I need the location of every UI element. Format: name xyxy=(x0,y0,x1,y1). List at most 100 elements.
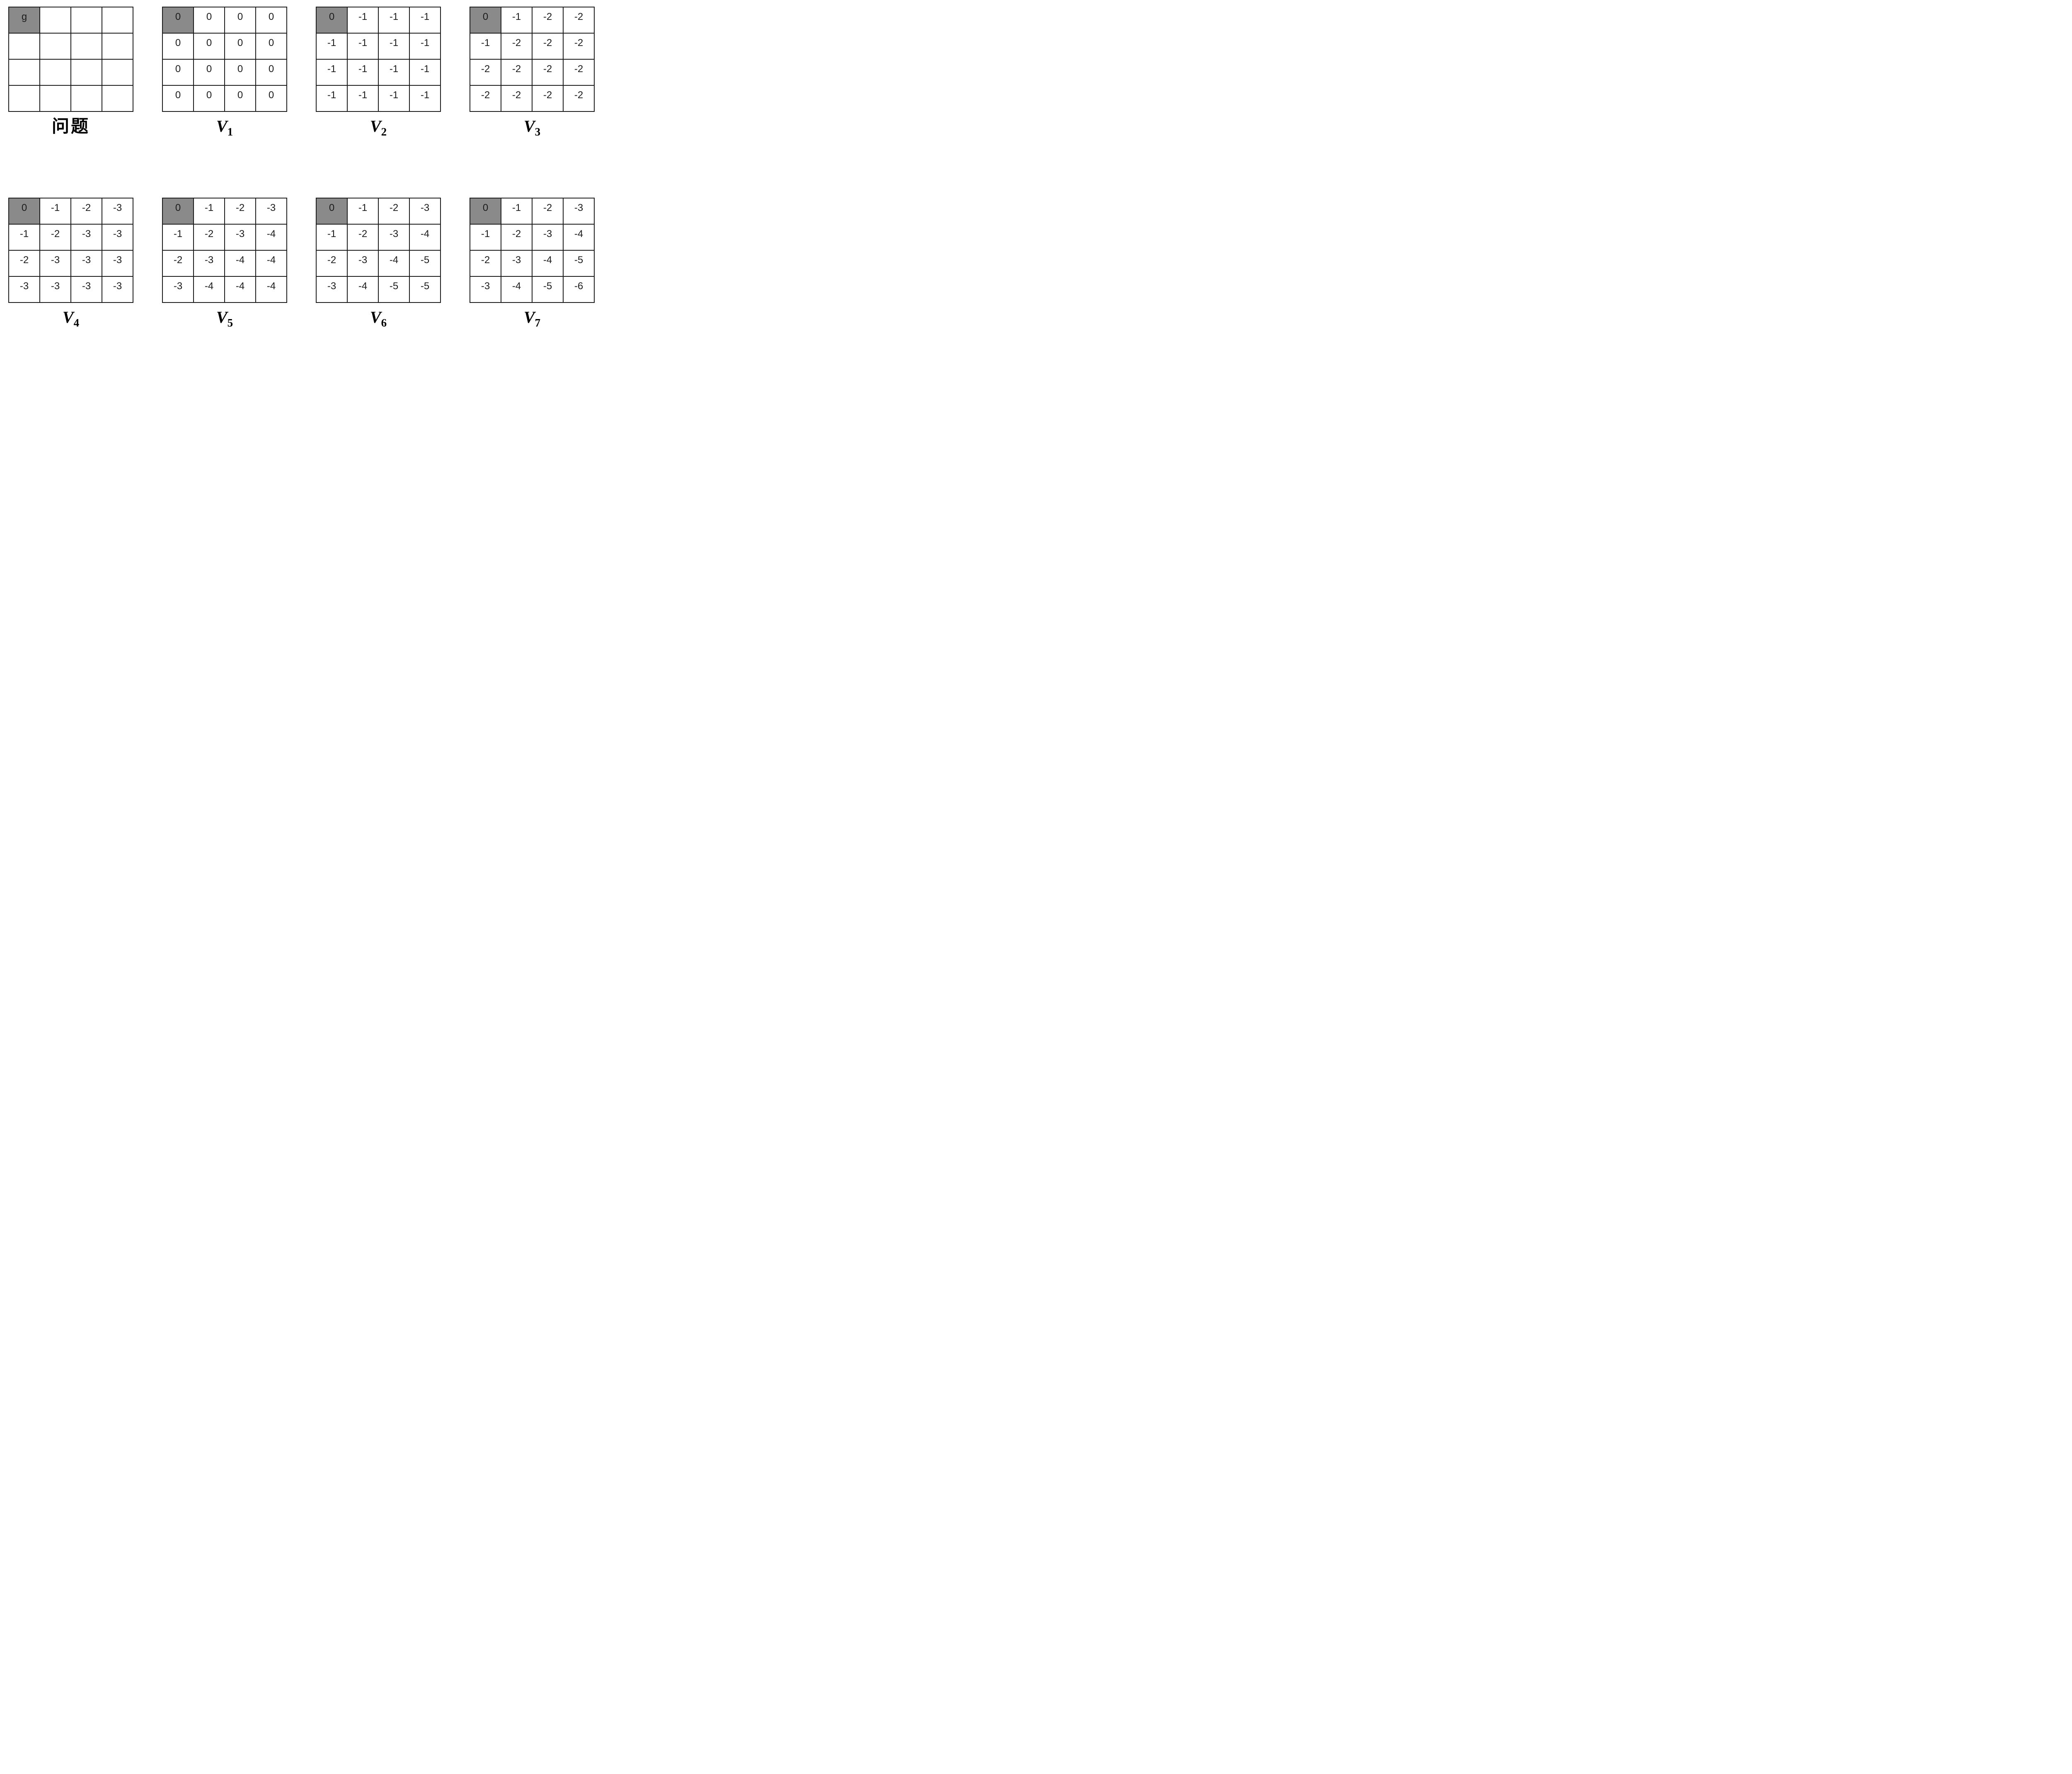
grid-V6-cell-2-2: -4 xyxy=(378,250,410,277)
grid-V3-cell-0-0: 0 xyxy=(470,7,501,34)
grid-V4-row-3: -3-3-3-3 xyxy=(8,276,133,303)
grid-V2-cell-2-1: -1 xyxy=(347,59,379,86)
grid-problem-cell-3-2 xyxy=(70,85,102,112)
grid-V4-cell-0-2: -2 xyxy=(70,198,102,225)
grid-problem-row-0: g xyxy=(8,7,133,34)
grid-V5-cell-2-3: -4 xyxy=(255,250,287,277)
grid-V7-row-2: -2-3-4-5 xyxy=(470,250,595,277)
grid-V7-row-1: -1-2-3-4 xyxy=(470,224,595,251)
grid-V7-cell-3-0: -3 xyxy=(470,276,501,303)
grid-label-base-V6: V xyxy=(370,308,381,327)
grid-V3-cell-0-2: -2 xyxy=(532,7,564,34)
grid-V1-cell-1-3: 0 xyxy=(255,33,287,60)
grid-V4-cell-2-2: -3 xyxy=(70,250,102,277)
grid-label-V6: V6 xyxy=(370,308,387,329)
grid-label-sub-V3: 3 xyxy=(535,126,541,138)
grid-V6-row-0: 0-1-2-3 xyxy=(316,198,441,225)
grid-V1-cell-0-3: 0 xyxy=(255,7,287,34)
grid-V7-cell-2-2: -4 xyxy=(532,250,564,277)
grid-V2-cell-2-2: -1 xyxy=(378,59,410,86)
grid-V6-row-1: -1-2-3-4 xyxy=(316,224,441,251)
grid-problem-cell-1-1 xyxy=(39,33,71,60)
grid-V3: 0-1-2-2-1-2-2-2-2-2-2-2-2-2-2-2 xyxy=(470,7,595,112)
grid-problem-cell-3-1 xyxy=(39,85,71,112)
grid-V4-row-2: -2-3-3-3 xyxy=(8,250,133,277)
grid-V5-row-0: 0-1-2-3 xyxy=(162,198,287,225)
grid-V7-cell-0-0: 0 xyxy=(470,198,501,225)
grid-problem-cell-1-2 xyxy=(70,33,102,60)
grid-label-base-V4: V xyxy=(62,308,74,327)
grid-V4-row-1: -1-2-3-3 xyxy=(8,224,133,251)
grid-V5-cell-3-2: -4 xyxy=(224,276,256,303)
grid-V3-cell-1-1: -2 xyxy=(501,33,533,60)
grid-problem-cell-2-2 xyxy=(70,59,102,86)
grid-V4-cell-2-1: -3 xyxy=(39,250,71,277)
grid-V7-row-0: 0-1-2-3 xyxy=(470,198,595,225)
grid-V3-cell-2-2: -2 xyxy=(532,59,564,86)
grid-label-sub-V7: 7 xyxy=(535,317,541,329)
grid-V4-cell-1-3: -3 xyxy=(102,224,133,251)
grid-V1-cell-2-2: 0 xyxy=(224,59,256,86)
grid-V2-cell-1-3: -1 xyxy=(409,33,441,60)
grid-V6-cell-0-1: -1 xyxy=(347,198,379,225)
grid-label-sub-V1: 1 xyxy=(227,126,233,138)
grid-V2-row-1: -1-1-1-1 xyxy=(316,33,441,60)
grid-V5-cell-1-3: -4 xyxy=(255,224,287,251)
grid-V5-row-2: -2-3-4-4 xyxy=(162,250,287,277)
grid-V2-cell-3-2: -1 xyxy=(378,85,410,112)
grid-V6-cell-0-2: -2 xyxy=(378,198,410,225)
grid-V1-cell-3-1: 0 xyxy=(193,85,225,112)
grid-V2-cell-0-3: -1 xyxy=(409,7,441,34)
grid-label-problem: 问题 xyxy=(51,117,90,136)
grid-V1-cell-0-0: 0 xyxy=(162,7,194,34)
grid-V6-cell-1-3: -4 xyxy=(409,224,441,251)
grid-V5-row-1: -1-2-3-4 xyxy=(162,224,287,251)
grid-block-problem: g 问题 xyxy=(8,7,133,137)
grid-V1-cell-1-2: 0 xyxy=(224,33,256,60)
grid-label-V7: V7 xyxy=(523,308,541,329)
grid-V3-cell-3-2: -2 xyxy=(532,85,564,112)
grid-V4-cell-3-3: -3 xyxy=(102,276,133,303)
grid-V7-cell-1-1: -2 xyxy=(501,224,533,251)
grid-V5-cell-2-0: -2 xyxy=(162,250,194,277)
grid-V3-cell-1-3: -2 xyxy=(563,33,595,60)
grid-problem-cell-2-0 xyxy=(8,59,40,86)
grid-V5-cell-2-2: -4 xyxy=(224,250,256,277)
grid-V6-cell-0-0: 0 xyxy=(316,198,348,225)
grid-V3-cell-2-3: -2 xyxy=(563,59,595,86)
grid-V6-cell-2-3: -5 xyxy=(409,250,441,277)
grid-V5-cell-3-1: -4 xyxy=(193,276,225,303)
grid-label-V1: V1 xyxy=(216,117,233,138)
grid-V5: 0-1-2-3-1-2-3-4-2-3-4-4-3-4-4-4 xyxy=(162,198,287,303)
grid-problem: g xyxy=(8,7,133,112)
grid-V6-cell-1-1: -2 xyxy=(347,224,379,251)
grid-V2-cell-0-1: -1 xyxy=(347,7,379,34)
grid-V2-row-0: 0-1-1-1 xyxy=(316,7,441,34)
grid-V7-cell-1-3: -4 xyxy=(563,224,595,251)
grid-label-sub-V5: 5 xyxy=(227,317,233,329)
grid-V4-cell-3-2: -3 xyxy=(70,276,102,303)
grid-V1-cell-0-1: 0 xyxy=(193,7,225,34)
grid-V7-cell-0-1: -1 xyxy=(501,198,533,225)
grid-V1-cell-3-3: 0 xyxy=(255,85,287,112)
grid-problem-cell-0-3 xyxy=(102,7,133,34)
grid-label-V4: V4 xyxy=(62,308,79,329)
grid-V5-cell-1-0: -1 xyxy=(162,224,194,251)
grid-V4-cell-0-3: -3 xyxy=(102,198,133,225)
grid-label-base-V2: V xyxy=(370,117,381,136)
grid-V7-cell-2-3: -5 xyxy=(563,250,595,277)
grid-V5-cell-0-1: -1 xyxy=(193,198,225,225)
grid-V1-cell-3-2: 0 xyxy=(224,85,256,112)
grid-V5-cell-3-0: -3 xyxy=(162,276,194,303)
grid-label-base-V7: V xyxy=(523,308,535,327)
grid-label-base-V3: V xyxy=(523,117,535,136)
